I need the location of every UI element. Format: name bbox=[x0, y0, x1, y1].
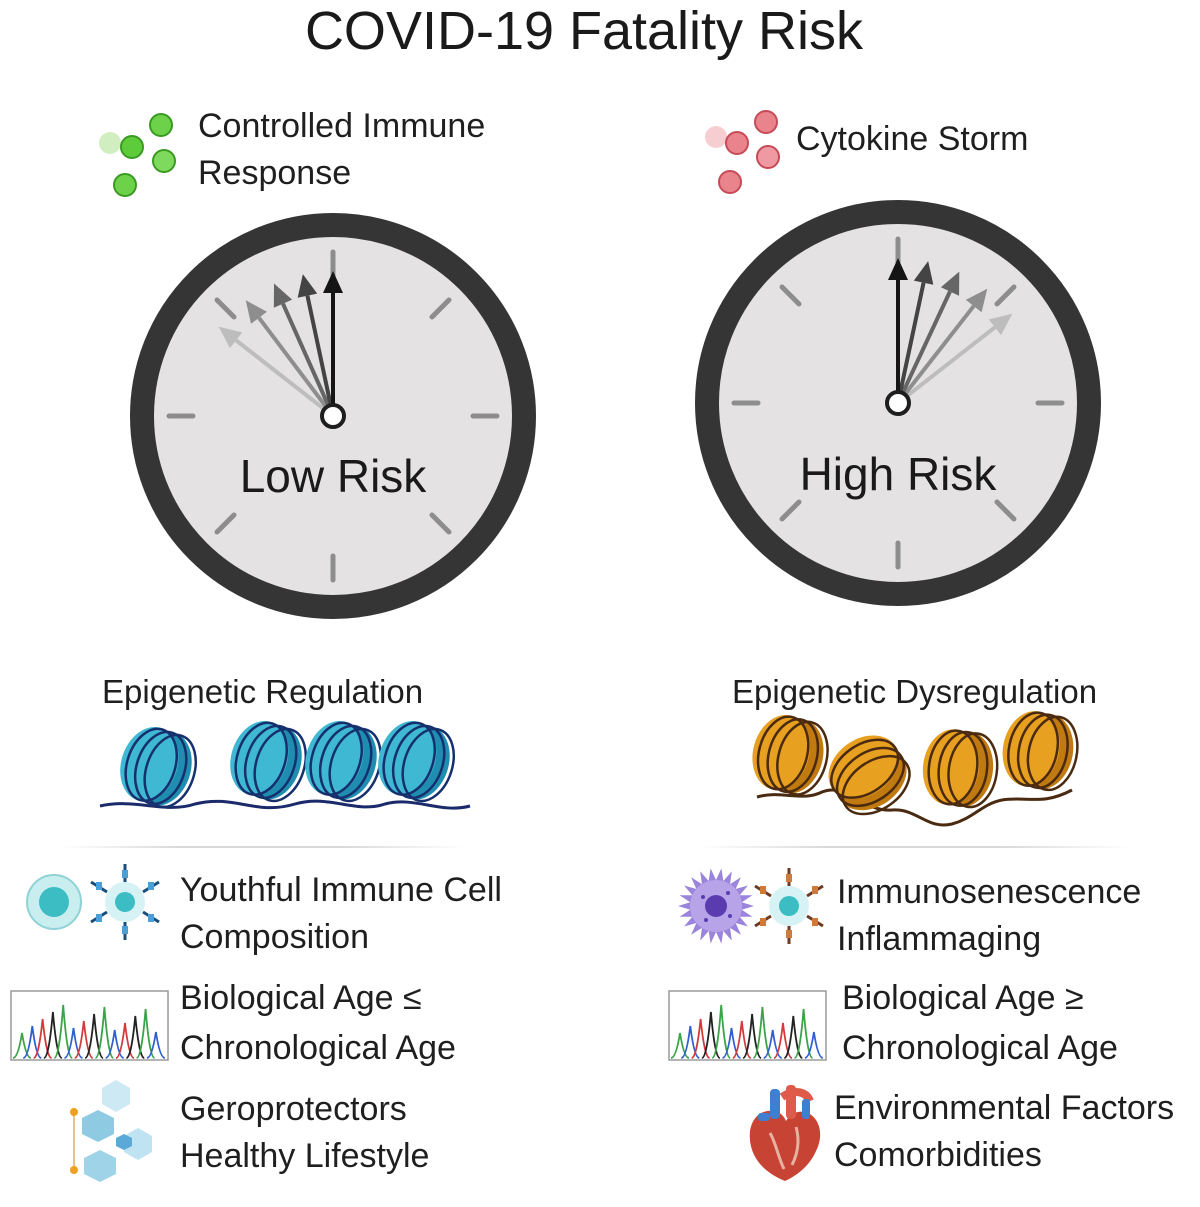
high-risk-label: High Risk bbox=[799, 448, 997, 500]
nucleosome bbox=[305, 720, 382, 803]
controlled-immune-label: Controlled Immune Response bbox=[198, 107, 486, 192]
geroprotectors-label: Geroprotectors Healthy Lifestyle bbox=[180, 1090, 430, 1175]
low-risk-clock bbox=[130, 213, 536, 619]
clock-hand-arrow bbox=[323, 271, 343, 416]
youthful-immune-label: Youthful Immune Cell Composition bbox=[180, 871, 502, 956]
chromatogram-icon bbox=[668, 990, 827, 1061]
epigenetic-dysregulation-label: Epigenetic Dysregulation bbox=[732, 673, 1098, 710]
nucleosome bbox=[828, 735, 911, 816]
clock-hand-arrow bbox=[896, 288, 988, 405]
clock-hand-arrow bbox=[273, 283, 335, 417]
heart-icon bbox=[749, 1085, 821, 1181]
disordered-nucleosomes-icon bbox=[752, 711, 1079, 827]
chromatogram-icon bbox=[10, 990, 169, 1061]
epigenetic-regulation-label: Epigenetic Regulation bbox=[102, 673, 424, 710]
cytokine-storm-dots-icon bbox=[705, 110, 780, 194]
nucleosome bbox=[752, 715, 829, 796]
clock-tick bbox=[779, 284, 802, 307]
nucleosome bbox=[378, 720, 455, 803]
senescent-cells-icon bbox=[678, 868, 824, 944]
clock-tick bbox=[429, 297, 452, 320]
ordered-nucleosomes-icon bbox=[99, 720, 471, 810]
clock-hand-arrow bbox=[297, 274, 335, 417]
nucleosome bbox=[120, 726, 197, 809]
biological-age-le-label: Biological Age ≤ Chronological Age bbox=[180, 979, 456, 1067]
clock-hand-arrow bbox=[896, 313, 1013, 405]
cytokine-storm-label: Cytokine Storm bbox=[796, 120, 1029, 158]
clock-hand-arrow bbox=[888, 258, 908, 403]
immunosenescence-label: Immunosenescence Inflammaging bbox=[837, 873, 1142, 958]
low-risk-label: Low Risk bbox=[239, 450, 427, 502]
nucleosome bbox=[1002, 711, 1079, 792]
clock-tick bbox=[214, 512, 237, 535]
clock-tick bbox=[214, 297, 237, 320]
biological-age-ge-label: Biological Age ≥ Chronological Age bbox=[842, 979, 1118, 1067]
molecule-icon bbox=[70, 1080, 152, 1182]
figure-title: COVID-19 Fatality Risk bbox=[304, 1, 864, 61]
clock-tick bbox=[994, 284, 1017, 307]
clock-tick bbox=[429, 512, 452, 535]
controlled-immune-dots-icon bbox=[99, 113, 176, 197]
left-divider bbox=[60, 846, 465, 848]
nucleosome bbox=[922, 729, 999, 809]
immune-cells-icon bbox=[26, 864, 160, 940]
clock-hand-arrow bbox=[218, 326, 335, 418]
clock-hand-arrow bbox=[896, 271, 960, 404]
clock-hand-arrow bbox=[896, 261, 934, 404]
high-risk-clock bbox=[695, 200, 1101, 606]
environmental-factors-label: Environmental Factors Comorbidities bbox=[834, 1089, 1175, 1174]
clock-tick bbox=[994, 499, 1017, 522]
clock-tick bbox=[779, 499, 802, 522]
nucleosome bbox=[230, 720, 307, 803]
right-divider bbox=[700, 846, 1130, 848]
clock-hand-arrow bbox=[245, 300, 335, 418]
